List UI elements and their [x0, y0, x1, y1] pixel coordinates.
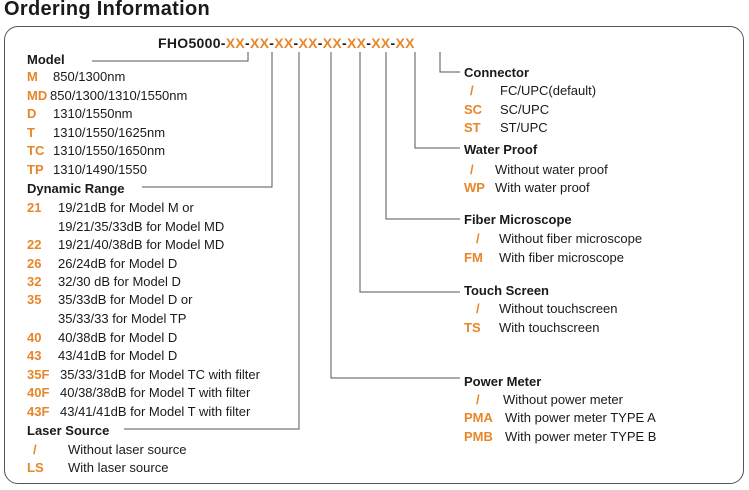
- dr-code-26: 26: [27, 256, 42, 271]
- page-title: Ordering Information: [4, 0, 210, 20]
- line-power-meter: [330, 52, 460, 379]
- dr-desc-21-a: 19/21dB for Model M or: [58, 200, 194, 215]
- pm-desc-pmb: With power meter TYPE B: [505, 429, 657, 444]
- placeholder-laser-source: XX: [274, 35, 294, 51]
- pm-code-pmb: PMB: [464, 429, 493, 444]
- dr-desc-35f: 35/33/31dB for Model TC with filter: [60, 367, 260, 382]
- model-code-tp: TP: [27, 162, 44, 177]
- ls-desc-ls: With laser source: [68, 460, 169, 475]
- line-laser-source: [124, 52, 300, 430]
- dr-desc-43: 43/41dB for Model D: [58, 348, 178, 363]
- dr-desc-43f: 43/41/41dB for Model T with filter: [60, 404, 251, 419]
- conn-code-st: ST: [464, 120, 481, 135]
- fm-desc-none: Without fiber microscope: [499, 231, 643, 246]
- fm-desc-fm: With fiber microscope: [499, 250, 624, 265]
- water-proof-heading: Water Proof: [464, 142, 538, 157]
- placeholder-water-proof: XX: [371, 35, 391, 51]
- pm-desc-none: Without power meter: [503, 392, 623, 407]
- dr-desc-35-a: 35/33dB for Model D or: [58, 292, 193, 307]
- dr-desc-40: 40/38dB for Model D: [58, 330, 178, 345]
- ts-desc-none: Without touchscreen: [499, 301, 618, 316]
- model-desc-tp: 1310/1490/1550: [53, 162, 147, 177]
- laser-source-heading: Laser Source: [27, 423, 110, 438]
- pm-code-none: /: [476, 392, 480, 407]
- conn-desc-sc: SC/UPC: [500, 102, 550, 117]
- conn-code-default: /: [470, 83, 474, 98]
- dynamic-range-heading: Dynamic Range: [27, 181, 125, 196]
- dr-desc-26: 26/24dB for Model D: [58, 256, 178, 271]
- placeholder-fiber-microscope: XX: [347, 35, 367, 51]
- placeholder-dynamic-range: XX: [250, 35, 270, 51]
- wp-desc-none: Without water proof: [495, 162, 608, 177]
- dr-desc-32: 32/30 dB for Model D: [58, 274, 181, 289]
- dr-desc-21-b: 19/21/35/33dB for Model MD: [58, 219, 225, 234]
- conn-desc-default: FC/UPC(default): [500, 83, 597, 98]
- model-code-d: D: [27, 106, 37, 121]
- dr-code-32: 32: [27, 274, 42, 289]
- touch-screen-heading: Touch Screen: [464, 283, 550, 298]
- pm-desc-pma: With power meter TYPE A: [505, 410, 656, 425]
- ls-code-none: /: [33, 442, 37, 457]
- ls-code-ls: LS: [27, 460, 44, 475]
- placeholder-touch-screen: XX: [322, 35, 343, 51]
- ordering-frame: [4, 26, 744, 484]
- line-connector: [439, 52, 460, 73]
- dr-desc-22: 19/21/40/38dB for Model MD: [58, 237, 225, 252]
- model-desc-md: 850/1300/1310/1550nm: [50, 88, 188, 103]
- placeholder-power-meter: XX: [298, 35, 318, 51]
- model-heading: Model: [27, 52, 65, 67]
- dr-code-21: 21: [27, 200, 42, 215]
- line-touch-screen: [359, 52, 460, 293]
- dr-desc-40f: 40/38/38dB for Model T with filter: [60, 385, 251, 400]
- model-desc-d: 1310/1550nm: [53, 106, 133, 121]
- placeholder-connector: XX: [395, 35, 415, 51]
- model-desc-t: 1310/1550/1625nm: [53, 125, 166, 140]
- model-code-m: M: [27, 69, 38, 84]
- pm-code-pma: PMA: [464, 410, 493, 425]
- dr-code-35: 35: [27, 292, 42, 307]
- wp-code-none: /: [470, 162, 474, 177]
- model-code-tc: TC: [27, 143, 45, 158]
- model-desc-tc: 1310/1550/1650nm: [53, 143, 166, 158]
- dr-code-43: 43: [27, 348, 42, 363]
- ts-desc-ts: With touchscreen: [499, 320, 600, 335]
- line-dynamic-range: [142, 52, 273, 188]
- model-code-prefix: FHO5000-: [158, 35, 226, 51]
- model-desc-m: 850/1300nm: [53, 69, 126, 84]
- ts-code-none: /: [476, 301, 480, 316]
- model-code: FHO5000-XX-XX-XX-XX-XX-XX-XX-XX: [158, 35, 415, 51]
- model-code-md: MD: [27, 88, 48, 103]
- dr-desc-35-b: 35/33/33 for Model TP: [58, 311, 187, 326]
- fm-code-none: /: [476, 231, 480, 246]
- fiber-microscope-heading: Fiber Microscope: [464, 212, 572, 227]
- fm-code-fm: FM: [464, 250, 483, 265]
- dr-code-35f: 35F: [27, 367, 50, 382]
- ls-desc-none: Without laser source: [68, 442, 187, 457]
- line-fiber-microscope: [385, 52, 460, 220]
- ts-code-ts: TS: [464, 320, 481, 335]
- dr-code-40: 40: [27, 330, 42, 345]
- dr-code-22: 22: [27, 237, 42, 252]
- line-model: [92, 52, 249, 62]
- placeholder-model: XX: [225, 35, 246, 51]
- connector-heading: Connector: [464, 65, 529, 80]
- model-code-t: T: [27, 125, 35, 140]
- power-meter-heading: Power Meter: [464, 374, 542, 389]
- dr-code-43f: 43F: [27, 404, 50, 419]
- conn-desc-st: ST/UPC: [500, 120, 548, 135]
- wp-code-wp: WP: [464, 180, 485, 195]
- wp-desc-wp: With water proof: [495, 180, 590, 195]
- conn-code-sc: SC: [464, 102, 483, 117]
- dr-code-40f: 40F: [27, 385, 50, 400]
- line-water-proof: [414, 52, 460, 149]
